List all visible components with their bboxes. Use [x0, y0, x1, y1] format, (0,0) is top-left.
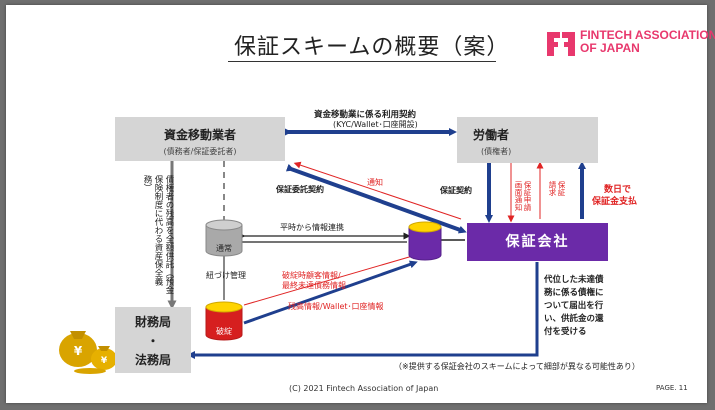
periodic-link-label: 平時から情報連携: [280, 223, 344, 232]
balance-info-arrow: [243, 260, 418, 325]
link-manage-label: 紐づけ管理: [206, 271, 246, 280]
notice-label: 通知: [367, 178, 383, 187]
guarantee-request-line-1: 保証: [557, 181, 566, 196]
bankruptcy-info-line-2: 最終未達債務情報: [282, 281, 346, 290]
guarantor-node: 保証会社: [467, 223, 608, 261]
guarantee-request-line-2: 請求: [548, 181, 557, 196]
authority-line-3: 法務局: [134, 353, 171, 367]
svg-text:¥: ¥: [101, 356, 108, 366]
subrogation-line-1: 代位した未達債: [544, 275, 604, 285]
db-broken-label: 破綻: [216, 327, 232, 336]
fund-mover-title: 資金移動業者: [163, 128, 236, 142]
slide: 保証スキームの概要（案） FINTECH ASSOCIATION OF JAPA…: [6, 5, 715, 403]
db-normal-label: 通常: [216, 244, 232, 253]
page-number: PAGE. 11: [656, 384, 688, 392]
balance-info-label: 残高情報/Wallet･口座情報: [288, 302, 384, 311]
apply-notice-line-1: 保証申請: [523, 181, 532, 211]
bankruptcy-info-line-1: 破綻時顧客情報/: [282, 271, 341, 280]
worker-title: 労働者: [473, 128, 510, 142]
apply-notice-line-2: 画面通知: [514, 181, 523, 211]
subrogation-line-5: 付を受ける: [544, 327, 587, 337]
title-underline: [228, 61, 496, 62]
left-note: 債権者の残高を全額供託（預金保険制度に代わる資産保全義務）: [142, 175, 174, 294]
fund-mover-sub: (債務者/保証委託者): [163, 147, 237, 156]
logo-text: FINTECH ASSOCIATION OF JAPAN: [580, 29, 715, 55]
entrust-contract-arrow: [285, 163, 467, 234]
page-title: 保証スキームの概要（案）: [234, 35, 510, 60]
disclaimer: （※提供する保証会社のスキームによって細部が異なる可能性あり）: [394, 362, 640, 371]
apply-notice-label: 保証申請画面通知: [514, 181, 532, 221]
footer-copyright: (C) 2021 Fintech Association of Japan: [289, 384, 439, 393]
usage-contract-sub: (KYC/Wallet･口座開設): [333, 120, 418, 129]
database-normal-icon: [205, 219, 243, 257]
diagram-connectors: ¥ ¥: [59, 128, 590, 374]
entrust-contract-label: 保証委託契約: [276, 185, 324, 194]
database-guarantor-icon: [408, 221, 442, 261]
guarantee-contract-label: 保証契約: [440, 186, 472, 195]
money-bag-icon: ¥ ¥: [59, 331, 117, 374]
guarantee-request-label: 保証請求: [548, 181, 566, 201]
authority-node: 財務局 ・ 法務局: [115, 307, 191, 373]
logo-line-1: FINTECH ASSOCIATION: [580, 28, 715, 42]
worker-sub: (債権者): [481, 147, 512, 156]
svg-text:¥: ¥: [74, 344, 83, 358]
subrogation-line-3: ついて届出を行: [544, 301, 604, 311]
bankruptcy-info-arrow: [243, 252, 420, 306]
usage-contract-label: 資金移動業に係る利用契約: [314, 110, 417, 120]
fund-mover-node: 資金移動業者 (債務者/保証委託者): [115, 117, 285, 161]
subrogation-line-4: い、供託金の還: [544, 314, 604, 324]
fintech-logo-icon: [547, 32, 575, 56]
payment-line-2: 保証金支払: [592, 197, 638, 207]
authority-line-1: 財務局: [134, 315, 171, 329]
worker-node: 労働者 (債権者): [457, 117, 598, 163]
database-broken-icon: [205, 301, 243, 341]
authority-line-2: ・: [146, 334, 159, 348]
payment-line-1: 数日で: [604, 185, 632, 195]
subrogation-line-2: 務に係る債権に: [544, 288, 604, 298]
subrogation-arrow: [187, 262, 539, 359]
notice-arrow: [293, 161, 462, 220]
logo-line-2: OF JAPAN: [580, 41, 640, 55]
